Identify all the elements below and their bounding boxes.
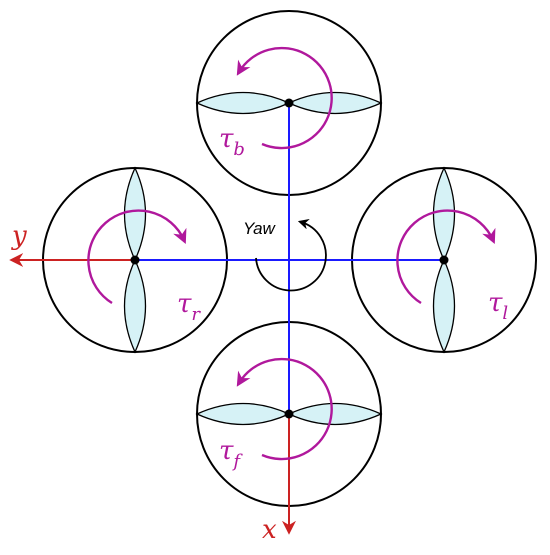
blade [432, 258, 456, 354]
hub-left [439, 255, 449, 265]
torque-arrow-back [236, 46, 333, 150]
torque-symbol: τ [219, 436, 234, 466]
y-axis-label: y [11, 221, 27, 251]
torque-arrow-left [396, 209, 496, 305]
torque-subscript: b [233, 139, 245, 160]
torque-arrow-front [236, 357, 333, 461]
torque-subscript: r [191, 304, 201, 325]
propeller-back [195, 91, 383, 115]
torque-label-back: τb [219, 124, 245, 160]
torque-arrow-right [87, 209, 187, 305]
hub-back [284, 98, 294, 108]
blade [287, 91, 383, 115]
hubs [130, 98, 449, 419]
torque-subscript: l [502, 303, 508, 324]
body-axes [9, 253, 296, 535]
torque-label-left: τl [488, 288, 508, 324]
torque-symbol: τ [488, 288, 503, 318]
torque-arrows [87, 46, 496, 461]
yaw-label: Yaw [243, 219, 277, 238]
propeller-right [123, 166, 147, 354]
hub-front [284, 409, 294, 419]
propeller-front [195, 402, 383, 426]
hub-right [130, 255, 140, 265]
yaw-arrow [255, 219, 327, 292]
torque-symbol: τ [177, 289, 192, 319]
blade [123, 258, 147, 354]
frame [135, 103, 444, 414]
torque-label-right: τr [177, 289, 201, 325]
x-axis-label: x [262, 515, 277, 545]
blade [287, 402, 383, 426]
torque-symbol: τ [219, 124, 234, 154]
